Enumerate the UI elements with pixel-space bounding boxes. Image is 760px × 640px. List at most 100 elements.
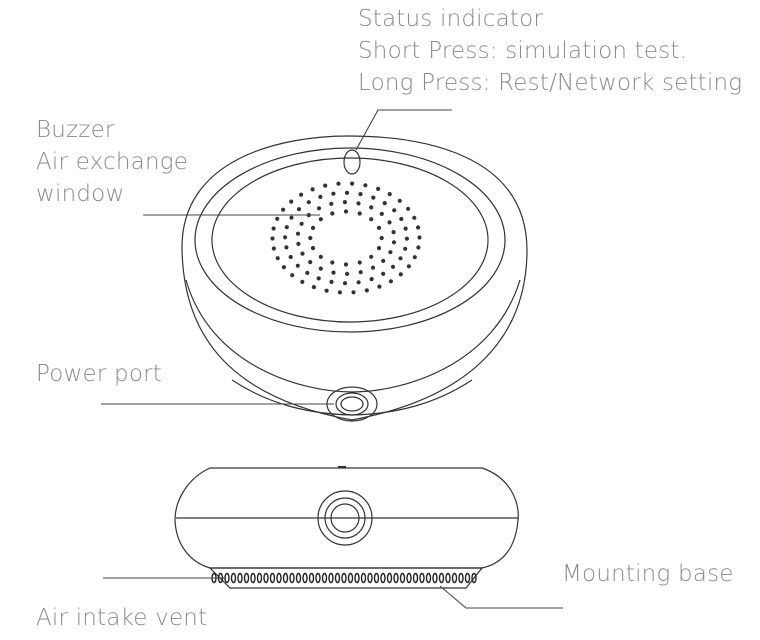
grille-hole xyxy=(388,279,393,284)
grille-hole xyxy=(376,225,382,230)
air-intake-vent-label: Air intake vent xyxy=(36,605,208,631)
grille-hole xyxy=(382,201,387,206)
window-text: window xyxy=(36,181,125,207)
grille-hole xyxy=(330,260,335,265)
grille-hole xyxy=(416,245,421,250)
grille-hole xyxy=(390,264,396,269)
device-shell-lower-rim xyxy=(185,279,521,393)
grille-hole xyxy=(377,284,382,289)
grille-hole xyxy=(345,271,350,276)
grille-hole xyxy=(357,211,362,216)
grille-hole xyxy=(358,192,363,197)
grille-hole xyxy=(343,209,349,214)
vent-slot xyxy=(412,572,419,584)
vent-slot xyxy=(471,572,477,584)
vent-slot xyxy=(451,572,458,584)
vent-slot xyxy=(289,572,295,584)
grille-hole xyxy=(290,273,295,278)
grille-hole xyxy=(381,258,386,263)
grille-hole xyxy=(416,225,421,230)
grille-hole xyxy=(342,200,347,205)
vent-slot xyxy=(347,572,354,584)
power-port-side xyxy=(317,490,373,546)
grille-hole xyxy=(342,281,348,286)
vent-slot xyxy=(419,572,425,584)
grille-hole xyxy=(284,225,289,230)
grille-hole xyxy=(387,192,392,197)
grille-hole xyxy=(330,211,335,216)
grille-hole xyxy=(357,260,362,265)
grille-hole xyxy=(300,251,305,256)
grille-hole xyxy=(388,250,393,255)
leader-lines xyxy=(101,109,563,609)
vent-slot xyxy=(243,572,250,584)
vent-slot xyxy=(354,572,360,584)
grille-hole xyxy=(296,241,301,246)
vent-slot xyxy=(360,572,367,584)
grille-hole xyxy=(369,277,374,282)
vent-slot xyxy=(367,572,373,584)
grille-hole xyxy=(289,215,294,220)
grille-hole xyxy=(295,263,300,268)
grille-hole xyxy=(351,290,356,295)
vent-slot xyxy=(250,572,256,584)
grille-hole xyxy=(318,217,323,222)
grille-hole xyxy=(288,254,293,260)
vent-slot xyxy=(230,572,237,584)
grille-hole xyxy=(271,246,276,251)
grille-hole xyxy=(391,240,397,245)
grille-hole xyxy=(370,265,376,270)
vent-slot xyxy=(237,572,243,584)
grille-hole xyxy=(275,216,280,221)
grille-hole xyxy=(356,280,361,285)
vent-slot xyxy=(256,572,263,584)
grille-hole xyxy=(295,231,301,236)
grille-hole xyxy=(281,207,286,212)
grille-hole xyxy=(356,201,361,206)
grille-hole xyxy=(398,256,403,261)
grille-hole xyxy=(381,271,386,276)
grille-hole xyxy=(271,226,276,231)
vent-slot xyxy=(445,572,451,584)
grille-hole xyxy=(299,221,304,226)
grille-hole xyxy=(281,265,286,270)
grille-hole xyxy=(404,236,409,241)
grille-hole xyxy=(316,276,321,281)
grille-hole xyxy=(336,181,341,186)
status-long-press-text: Long Press: Rest/Network setting xyxy=(358,70,743,96)
vent-slot xyxy=(315,572,321,584)
grille-hole xyxy=(329,279,334,284)
grille-hole xyxy=(308,260,313,265)
grille-hole xyxy=(379,235,384,241)
grille-hole xyxy=(369,205,374,210)
vent-slot xyxy=(458,572,464,584)
vent-slot xyxy=(373,572,380,584)
leader-mounting-base xyxy=(439,585,563,609)
vent-slot xyxy=(438,572,445,584)
vent-slot xyxy=(308,572,315,584)
vent-slot xyxy=(328,572,334,584)
grille-hole xyxy=(318,266,323,271)
vent-slot xyxy=(399,572,406,584)
grille-hole xyxy=(337,290,342,295)
grille-hole xyxy=(406,206,411,211)
grille-hole xyxy=(364,288,369,293)
air-exchange-text: Air exchange xyxy=(36,149,189,175)
grille-hole xyxy=(376,186,381,191)
grille-hole xyxy=(289,199,294,204)
grille-hole xyxy=(324,288,329,293)
air-intake-vent-slots xyxy=(211,572,477,584)
grille-hole xyxy=(284,245,289,250)
grille-hole xyxy=(305,270,310,275)
status-indicator-title: Status indicator xyxy=(358,6,544,32)
grille-hole xyxy=(300,279,305,284)
status-short-press-text: Short Press: simulation test. xyxy=(358,38,688,64)
grille-hole xyxy=(412,215,417,220)
mounting-base-label: Mounting base xyxy=(562,561,734,587)
device-side-view xyxy=(174,466,519,589)
grille-hole xyxy=(398,272,403,277)
device-top-face xyxy=(211,157,489,323)
grille-hole xyxy=(403,226,408,231)
grille-hole xyxy=(310,225,316,230)
